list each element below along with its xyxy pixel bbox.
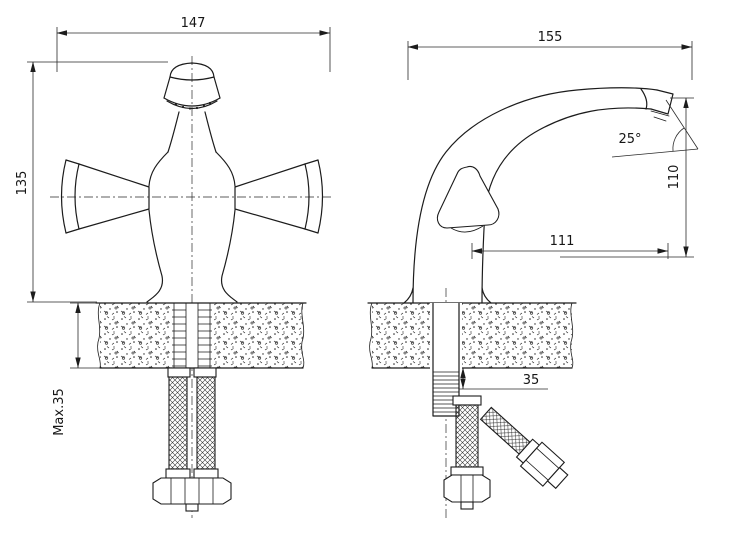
side-depth-dimension: 155 <box>407 30 693 80</box>
front-supply-hoses <box>152 367 232 512</box>
front-deck-thickness-label: Max.35 <box>52 388 67 436</box>
side-faucet-body <box>403 87 674 304</box>
front-view: 147 135 Max.35 <box>15 16 334 518</box>
side-view: 155 110 111 35 25° <box>367 30 699 518</box>
side-angled-hose <box>479 406 569 490</box>
side-spout-angle-annotation: 25° <box>611 99 699 158</box>
side-reach-dimension: 111 <box>471 234 669 259</box>
front-shank-threads <box>172 309 212 367</box>
side-shank-dimension: 35 <box>459 367 548 390</box>
front-width-dimension: 147 <box>56 16 331 72</box>
side-handle <box>436 165 500 233</box>
side-shank-label: 35 <box>523 373 540 388</box>
front-height-label: 135 <box>15 171 30 196</box>
side-countertop <box>367 302 577 369</box>
front-aerator-dots <box>174 101 212 110</box>
front-hose-nuts <box>152 477 232 505</box>
front-right-handle <box>234 159 324 234</box>
front-faucet-body <box>146 62 238 303</box>
front-height-dimension: 135 <box>15 61 168 303</box>
side-reach-label: 111 <box>550 234 575 249</box>
side-spout-angle-label: 25° <box>618 132 641 147</box>
front-deck-thickness-dimension: Max.35 <box>52 302 100 436</box>
side-height-label: 110 <box>667 165 682 190</box>
side-height-dimension: 110 <box>560 97 694 258</box>
side-vertical-hose <box>443 395 491 510</box>
front-countertop <box>95 302 307 369</box>
front-width-label: 147 <box>181 16 206 31</box>
front-left-handle <box>60 159 150 234</box>
side-depth-label: 155 <box>538 30 563 45</box>
